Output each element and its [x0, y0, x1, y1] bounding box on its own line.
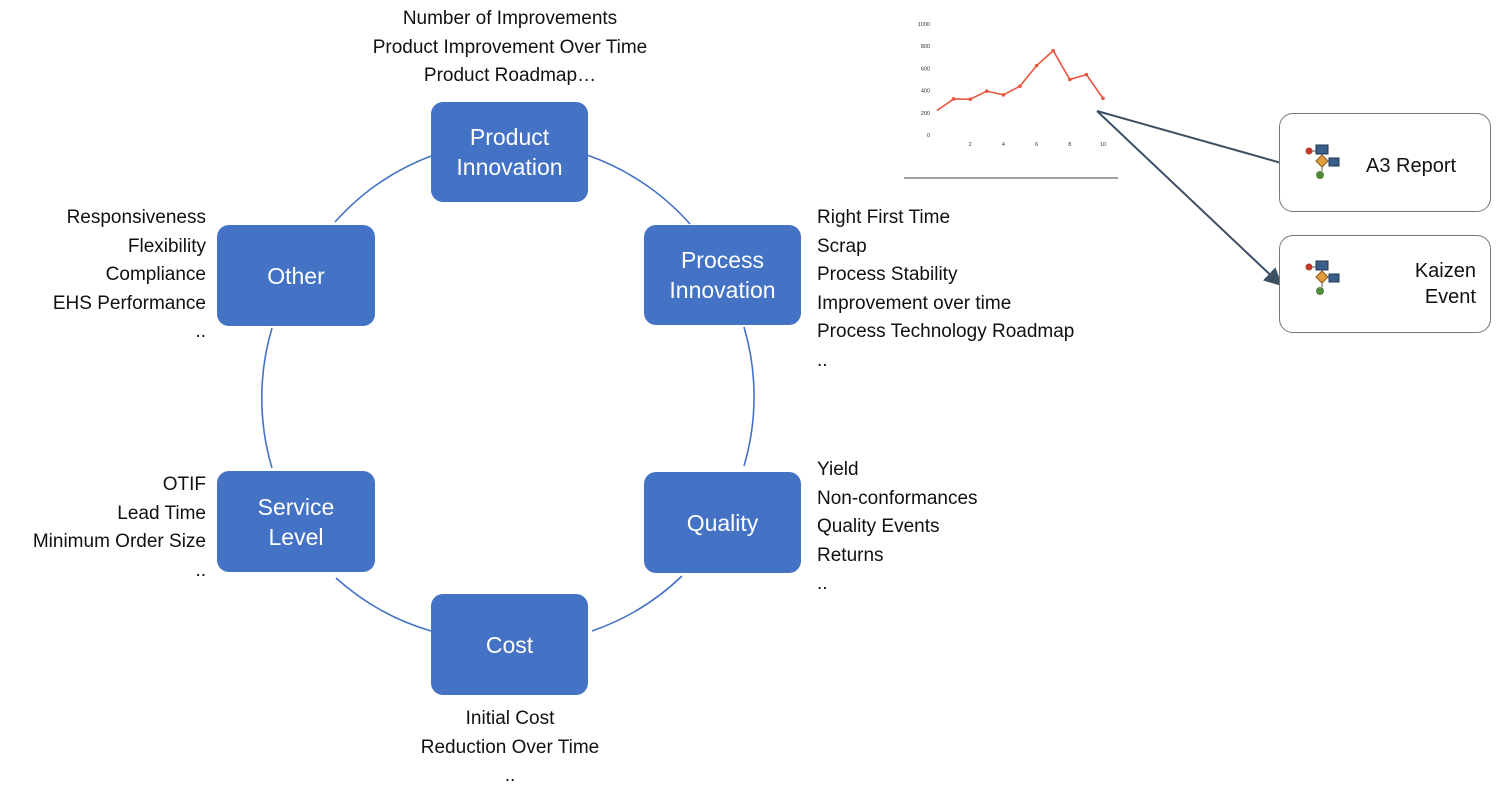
- metric-item: EHS Performance: [52, 292, 206, 314]
- ring-arc-service-other: [261, 327, 273, 469]
- arrow-to-a3-report: [1096, 110, 1301, 173]
- data-point: [1034, 63, 1039, 68]
- data-point: [985, 89, 989, 93]
- y-tick-label: 200: [921, 111, 930, 117]
- metric-item: Process Stability: [817, 264, 958, 285]
- metric-item: Process Technology Roadmap: [817, 321, 1075, 342]
- metric-item: ..: [195, 321, 206, 342]
- y-tick-label: 1000: [918, 22, 930, 28]
- kaizen-event-label: Kaizen Event: [1414, 260, 1476, 308]
- ring-arc-other-product: [334, 155, 432, 223]
- data-point: [1084, 72, 1089, 77]
- data-point: [1068, 77, 1072, 82]
- metric-item: Scrap: [817, 235, 867, 257]
- metric-item: Product Improvement Over Time: [372, 36, 648, 58]
- kaizen-event-card[interactable]: Kaizen Event: [1279, 235, 1491, 333]
- metric-item: Flexibility: [127, 235, 206, 257]
- ring-arc-product-process: [586, 154, 691, 225]
- y-tick-label: 400: [921, 89, 930, 95]
- flowchart-icon: [1305, 144, 1340, 179]
- metric-item: Non-conformances: [817, 487, 978, 509]
- flowchart-icon: [1305, 260, 1340, 295]
- node-cost: Cost: [431, 594, 588, 695]
- arrow-to-kaizen-event: [1096, 110, 1283, 287]
- metric-item: Initial Cost: [465, 708, 555, 729]
- metric-item: Right First Time: [817, 207, 951, 228]
- ring-arc-process-quality: [743, 326, 755, 467]
- data-point: [968, 97, 972, 102]
- metric-item: ..: [504, 765, 516, 786]
- trend-line-chart: 0 200 400 600 800 1000 2 4 6 8 10: [904, 22, 1118, 179]
- metric-item: Minimum Order Size: [32, 531, 206, 552]
- data-point: [1018, 84, 1022, 88]
- metric-item: Compliance: [105, 264, 206, 285]
- data-point: [1101, 96, 1105, 101]
- metric-item: Number of Improvements: [402, 8, 618, 29]
- a3-report-label: A3 Report: [1366, 155, 1457, 177]
- metric-item: Reduction Over Time: [420, 736, 600, 758]
- a3-report-card[interactable]: A3 Report: [1279, 113, 1491, 212]
- metric-item: Improvement over time: [817, 292, 1012, 314]
- node-service-level: Service Level: [217, 471, 375, 572]
- metric-item: Quality Events: [817, 516, 940, 537]
- metric-item: ..: [195, 559, 206, 581]
- node-quality: Quality: [644, 472, 801, 573]
- ring-arc-cost-service: [335, 577, 432, 632]
- x-tick-label: 2: [969, 142, 972, 148]
- node-process-innovation: Process Innovation: [644, 225, 801, 325]
- node-product-innovation: Product Innovation: [431, 102, 588, 202]
- metric-item: Lead Time: [117, 502, 206, 524]
- data-point: [1001, 93, 1006, 97]
- node-other: Other: [217, 225, 375, 326]
- ring-arc-quality-cost: [591, 575, 683, 632]
- x-tick-label: 8: [1068, 142, 1071, 148]
- x-tick-label: 10: [1100, 142, 1106, 148]
- data-point: [1051, 48, 1055, 53]
- y-tick-label: 600: [921, 66, 930, 72]
- metric-item: Yield: [817, 459, 859, 480]
- metric-item: Product Roadmap…: [423, 65, 597, 86]
- metric-item: Responsiveness: [66, 207, 206, 228]
- metric-item: OTIF: [162, 474, 206, 495]
- data-point: [951, 97, 956, 101]
- y-tick-label: 0: [927, 133, 930, 139]
- metric-item: Returns: [817, 544, 884, 566]
- x-tick-label: 4: [1002, 142, 1005, 148]
- y-tick-label: 800: [921, 44, 930, 50]
- series-line: [936, 49, 1104, 112]
- x-tick-label: 6: [1035, 142, 1038, 148]
- metric-item: ..: [817, 573, 828, 594]
- metric-item: ..: [817, 349, 828, 371]
